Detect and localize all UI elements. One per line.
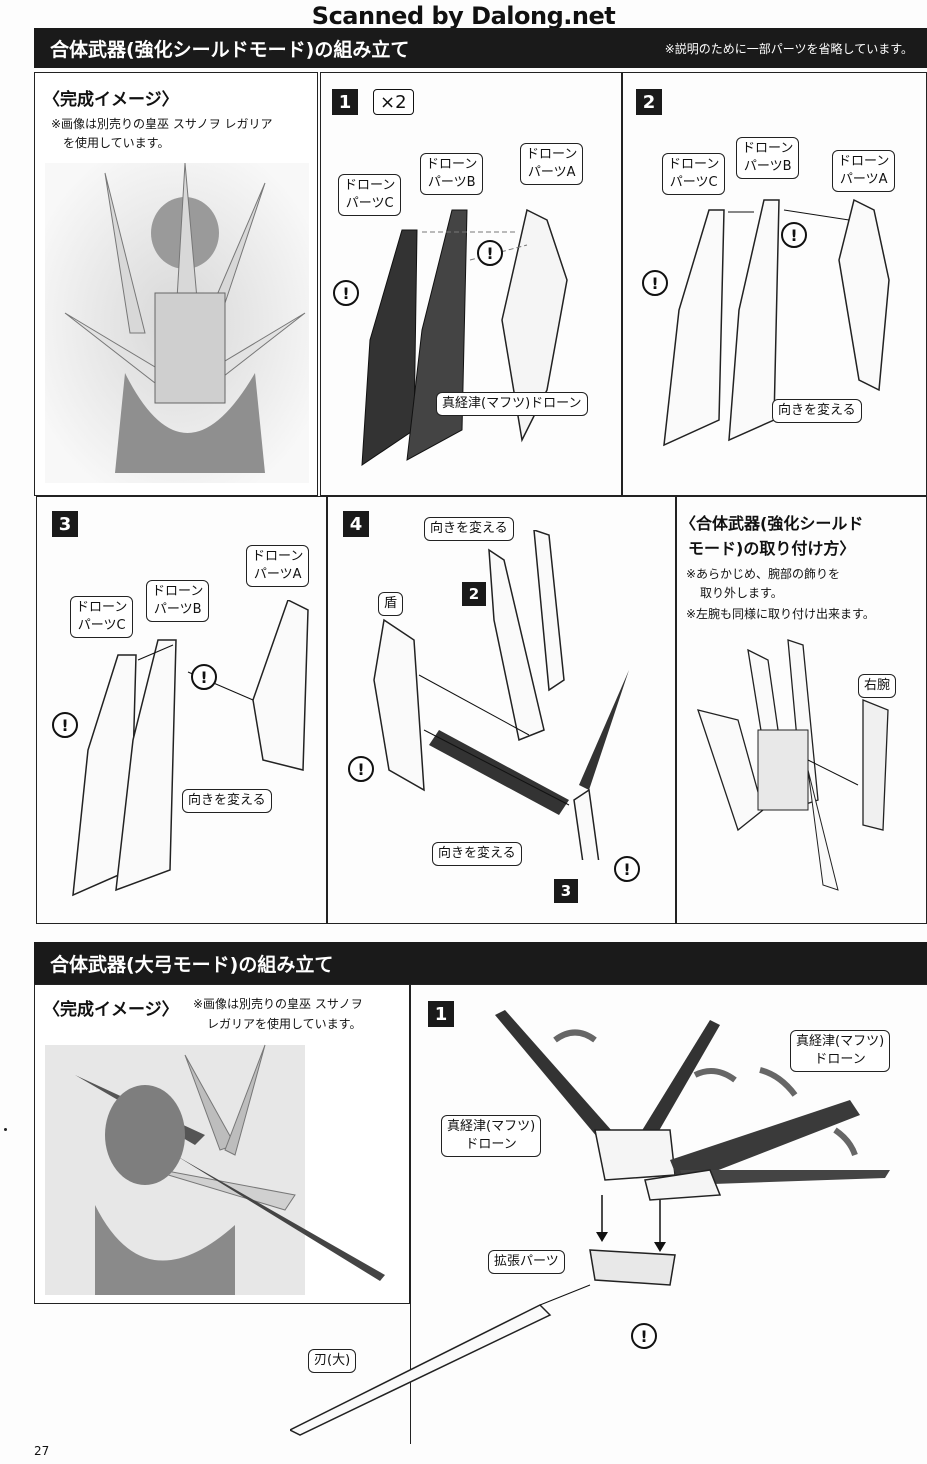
step1-label-part-c: ドローンパーツC — [338, 174, 402, 216]
step2-label-part-b: ドローンパーツB — [736, 137, 800, 179]
step3-frame — [36, 496, 327, 924]
panel-note-line1: ※画像は別売りの皇巫 スサノヲ レガリア — [51, 117, 273, 131]
attach-label-right-arm: 右腕 — [858, 674, 897, 698]
step3-number: 3 — [52, 511, 78, 537]
step4-badge-step3: 3 — [554, 879, 578, 903]
step3-warning-icon-2: ! — [191, 664, 217, 690]
attach-diagram — [697, 639, 889, 891]
attach-note-line1: ※あらかじめ、腕部の飾りを — [686, 567, 841, 581]
page-number: 27 — [34, 1444, 50, 1458]
panel-heading: 〈完成イメージ〉 — [43, 90, 179, 110]
step1-label-part-b: ドローンパーツB — [420, 153, 484, 195]
panel-heading: 〈完成イメージ〉 — [43, 1000, 179, 1020]
bow-step1-diagram — [290, 1010, 890, 1436]
step1-multiplier: ×2 — [373, 89, 414, 115]
section-note: ※説明のために一部パーツを省略しています。 — [664, 41, 913, 56]
section-header-bow-mode: 合体武器(大弓モード)の組み立て — [34, 942, 927, 984]
step1-number: 1 — [332, 89, 358, 115]
bow-label-drone-right: 真経津(マフツ)ドローン — [790, 1030, 891, 1072]
step4-number: 4 — [343, 511, 369, 537]
scan-dot — [4, 1128, 7, 1131]
bow-label-expansion-part: 拡張パーツ — [488, 1250, 565, 1274]
step1-warning-icon-1: ! — [333, 280, 359, 306]
bow-step1-frame — [410, 984, 927, 1444]
step2-warning-icon-2: ! — [781, 222, 807, 248]
figure-photo-shield-mode — [45, 162, 309, 483]
step2-label-part-a: ドローンパーツA — [832, 150, 896, 192]
step4-frame — [327, 496, 676, 924]
bow-warning-icon: ! — [631, 1323, 657, 1349]
step3-parts-diagram — [72, 600, 309, 897]
step1-parts-diagram — [361, 208, 568, 466]
bow-step1-number: 1 — [428, 1001, 454, 1027]
step4-parts-diagram — [373, 530, 629, 860]
step4-label-rotate-top: 向きを変える — [424, 517, 514, 541]
step4-badge-step2: 2 — [462, 582, 486, 606]
step4-warning-icon-1: ! — [348, 756, 374, 782]
step2-warning-icon-1: ! — [642, 270, 668, 296]
step3-label-rotate: 向きを変える — [182, 789, 272, 813]
section-title: 合体武器(強化シールドモード)の組み立て — [50, 38, 410, 61]
step1-label-part-a: ドローンパーツA — [520, 143, 584, 185]
attach-note-line2: 取り外します。 — [700, 586, 783, 600]
section-title: 合体武器(大弓モード)の組み立て — [50, 953, 334, 976]
step1-label-drone: 真経津(マフツ)ドローン — [436, 392, 588, 416]
completed-image-panel: 〈完成イメージ〉 ※画像は別売りの皇巫 スサノヲ レガリア を使用しています。 — [34, 72, 318, 496]
step3-warning-icon-1: ! — [52, 712, 78, 738]
step4-label-shield: 盾 — [378, 592, 404, 616]
step4-label-rotate-bottom: 向きを変える — [432, 842, 522, 866]
step3-label-part-b: ドローンパーツB — [146, 580, 210, 622]
panel-note-line2: を使用しています。 — [63, 136, 170, 150]
bow-label-blade: 刃(大) — [308, 1349, 357, 1373]
step3-label-part-a: ドローンパーツA — [246, 545, 310, 587]
scanner-watermark: Scanned by Dalong.net — [311, 2, 616, 30]
step2-number: 2 — [636, 89, 662, 115]
step1-warning-icon-2: ! — [477, 240, 503, 266]
bow-label-drone-left: 真経津(マフツ)ドローン — [441, 1115, 542, 1157]
step2-label-part-c: ドローンパーツC — [662, 153, 726, 195]
bow-completed-image-panel: 〈完成イメージ〉 ※画像は別売りの皇巫 スサノヲ レガリアを使用しています。 — [34, 984, 410, 1304]
panel-note-line1: ※画像は別売りの皇巫 スサノヲ — [193, 997, 363, 1011]
figure-photo-bow-mode — [45, 1044, 385, 1295]
step2-label-rotate: 向きを変える — [772, 399, 862, 423]
attach-heading-line1: 〈合体武器(強化シールド — [680, 514, 864, 533]
step1-frame — [320, 72, 622, 496]
panel-note-line2: レガリアを使用しています。 — [207, 1017, 362, 1031]
attach-heading-line2: モード)の取り付け方〉 — [688, 539, 856, 558]
section-header-shield-mode: 合体武器(強化シールドモード)の組み立て ※説明のために一部パーツを省略していま… — [34, 28, 927, 68]
attach-note-line3: ※左腕も同様に取り付け出来ます。 — [686, 607, 875, 621]
step3-label-part-c: ドローンパーツC — [70, 596, 134, 638]
step2-parts-diagram — [663, 198, 890, 447]
step4-warning-icon-2: ! — [614, 856, 640, 882]
